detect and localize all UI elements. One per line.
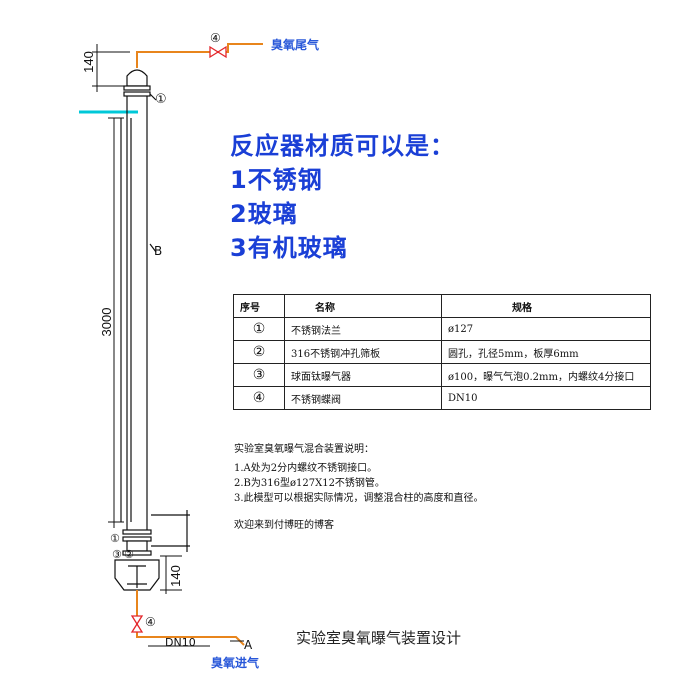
diffuser-base [114,559,160,591]
row-spec: 圆孔，孔径5mm，板厚6mm [441,340,651,364]
material-note-line4: 3有机玻璃 [230,234,348,262]
material-note-line3: 2玻璃 [230,200,298,228]
row-name: 316不锈钢冲孔筛板 [284,340,442,364]
dim-bottom [160,555,182,594]
row-num: ④ [233,386,285,410]
notes-item: 1.A处为2分内螺纹不锈钢接口。 [234,463,378,474]
table-row: ④ 不锈钢蝶阀 DN10 [233,386,651,410]
inlet-valve-icon [130,615,144,633]
dim-bottom-label: 140 [168,565,183,587]
notes-title: 实验室臭氧曝气混合装置说明： [234,444,374,455]
label-a: A [244,638,253,652]
bottom-flanges [122,510,190,556]
row-name: 球面钛曝气器 [284,363,442,387]
table-row: ③ 球面钛曝气器 ø100，曝气气泡0.2mm，内螺纹4分接口 [233,363,651,387]
row-num: ① [233,317,285,341]
marker-2: ② [124,548,134,561]
material-note-line2: 1不锈钢 [230,166,323,194]
table-header-row: 序号 名称 规格 [233,294,651,318]
marker-4-top: ④ [210,31,221,45]
row-name: 不锈钢蝶阀 [284,386,442,410]
ozone-inlet-label: 臭氧进气 [211,656,260,670]
row-num: ② [233,340,285,364]
exhaust-pipe [136,43,263,68]
row-spec: ø100，曝气气泡0.2mm，内螺纹4分接口 [441,363,651,387]
row-spec: ø127 [441,317,651,341]
header-name: 名称 [284,294,442,318]
dim-top [92,44,130,92]
row-num: ③ [233,363,285,387]
device-notes: 实验室臭氧曝气混合装置说明： 1.A处为2分内螺纹不锈钢接口。 2.B为316型… [234,442,484,533]
table-row: ① 不锈钢法兰 ø127 [233,317,651,341]
dn10-label: DN10 [165,636,196,649]
marker-3: ③ [112,548,122,561]
label-b: B [154,244,163,258]
dim-top-label: 140 [81,51,96,73]
marker-1-bottom: ① [110,532,120,545]
marker-4-bottom: ④ [145,615,156,629]
top-cap [123,69,157,101]
main-column [120,96,157,530]
dim-middle [108,117,124,528]
row-spec: DN10 [441,386,651,410]
marker-1-top: ① [155,92,167,107]
table-row: ② 316不锈钢冲孔筛板 圆孔，孔径5mm，板厚6mm [233,340,651,364]
dim-middle-label: 3000 [99,308,114,337]
row-name: 不锈钢法兰 [284,317,442,341]
diagram-caption: 实验室臭氧曝气装置设计 [296,629,462,647]
header-no: 序号 [233,294,285,318]
notes-footer: 欢迎来到付博旺的博客 [234,520,334,531]
notes-item: 2.B为316型ø127X12不锈钢管。 [234,478,385,489]
notes-item: 3.此模型可以根据实际情况，调整混合柱的高度和直径。 [234,493,484,504]
material-note-line1: 反应器材质可以是： [230,132,455,160]
exhaust-valve-icon [209,45,227,59]
header-spec: 规格 [441,294,651,318]
ozone-exhaust-label: 臭氧尾气 [271,38,320,52]
parts-spec-table: 序号 名称 规格 ① 不锈钢法兰 ø127 ② 316不锈钢冲孔筛板 圆孔，孔径… [233,294,651,410]
